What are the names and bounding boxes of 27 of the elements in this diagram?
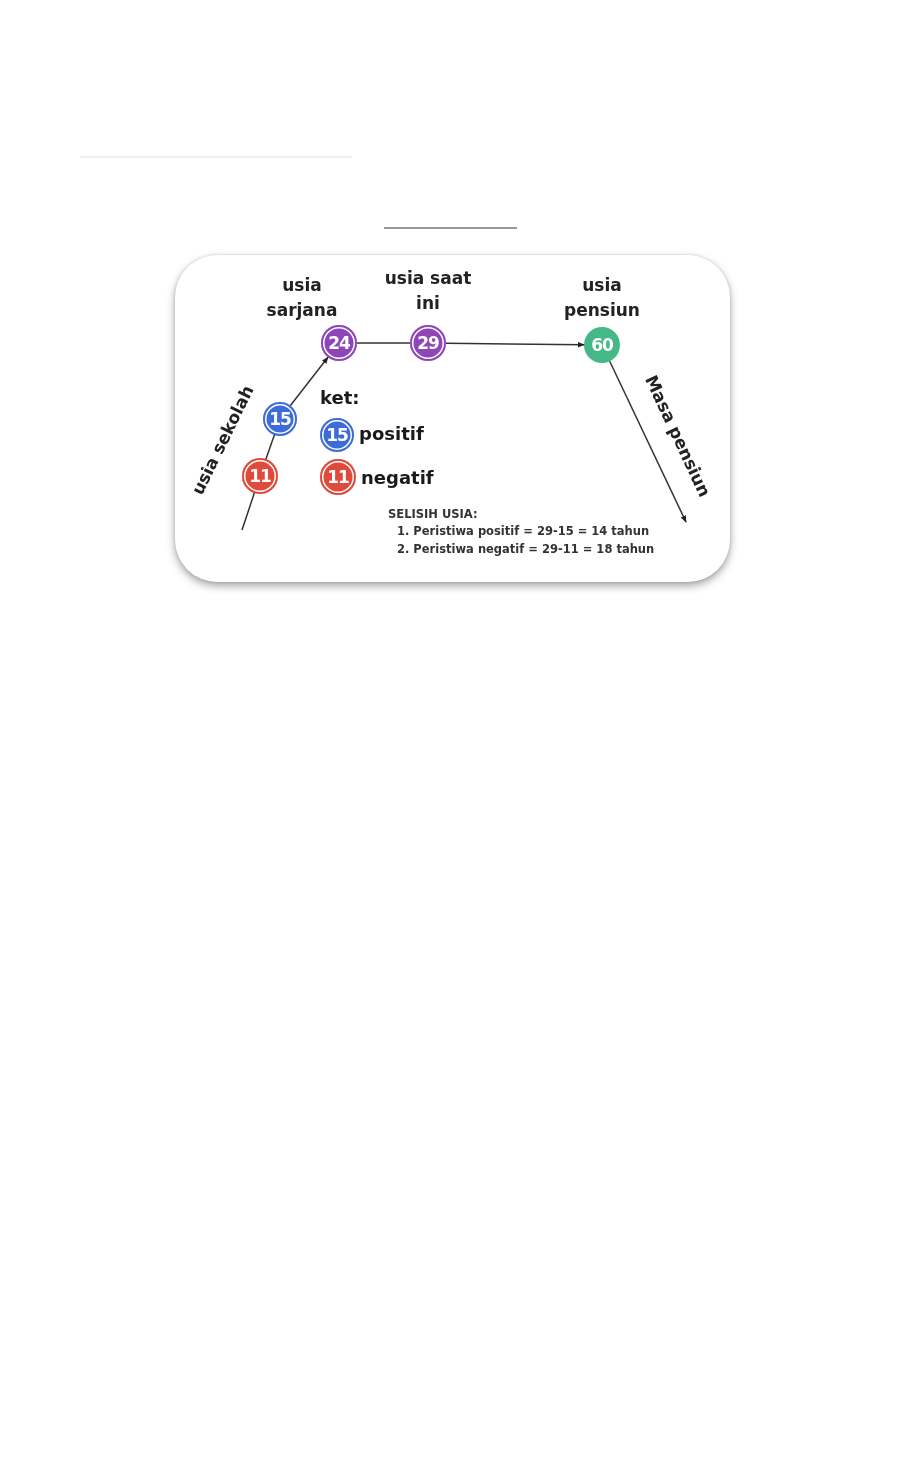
panel-background: [175, 255, 730, 582]
circle-caption: negatif: [361, 467, 434, 488]
age-number: 24: [328, 333, 350, 353]
number-circle: [410, 325, 446, 361]
circle-caption: positif: [359, 423, 424, 444]
number-circle: [242, 458, 278, 494]
stage-label: usia pensiun: [563, 274, 641, 322]
age-number: 11: [249, 466, 271, 486]
number-circle: [584, 327, 620, 363]
number-circle: [320, 418, 354, 452]
age-number: 60: [591, 335, 613, 355]
number-circle: [263, 402, 297, 436]
age-number: 11: [327, 467, 349, 487]
summary-item: 2. Peristiwa negatif = 29-11 = 18 tahun: [397, 542, 655, 556]
summary-heading: SELISIH USIA:: [388, 507, 478, 521]
stage-label: usia saat ini: [383, 267, 473, 315]
number-circle: [321, 325, 357, 361]
number-circle: [320, 459, 356, 495]
connector-arrow: [608, 360, 687, 523]
connector-arrow: [445, 341, 585, 348]
stage-label: usia sarjana: [265, 274, 339, 322]
summary-item: 1. Peristiwa positif = 29-15 = 14 tahun: [397, 524, 650, 538]
connector-arrow: [289, 356, 329, 407]
age-number: 15: [326, 425, 348, 445]
age-number: 15: [269, 409, 291, 429]
age-number: 29: [417, 333, 439, 353]
legend-heading: ket:: [320, 387, 360, 408]
